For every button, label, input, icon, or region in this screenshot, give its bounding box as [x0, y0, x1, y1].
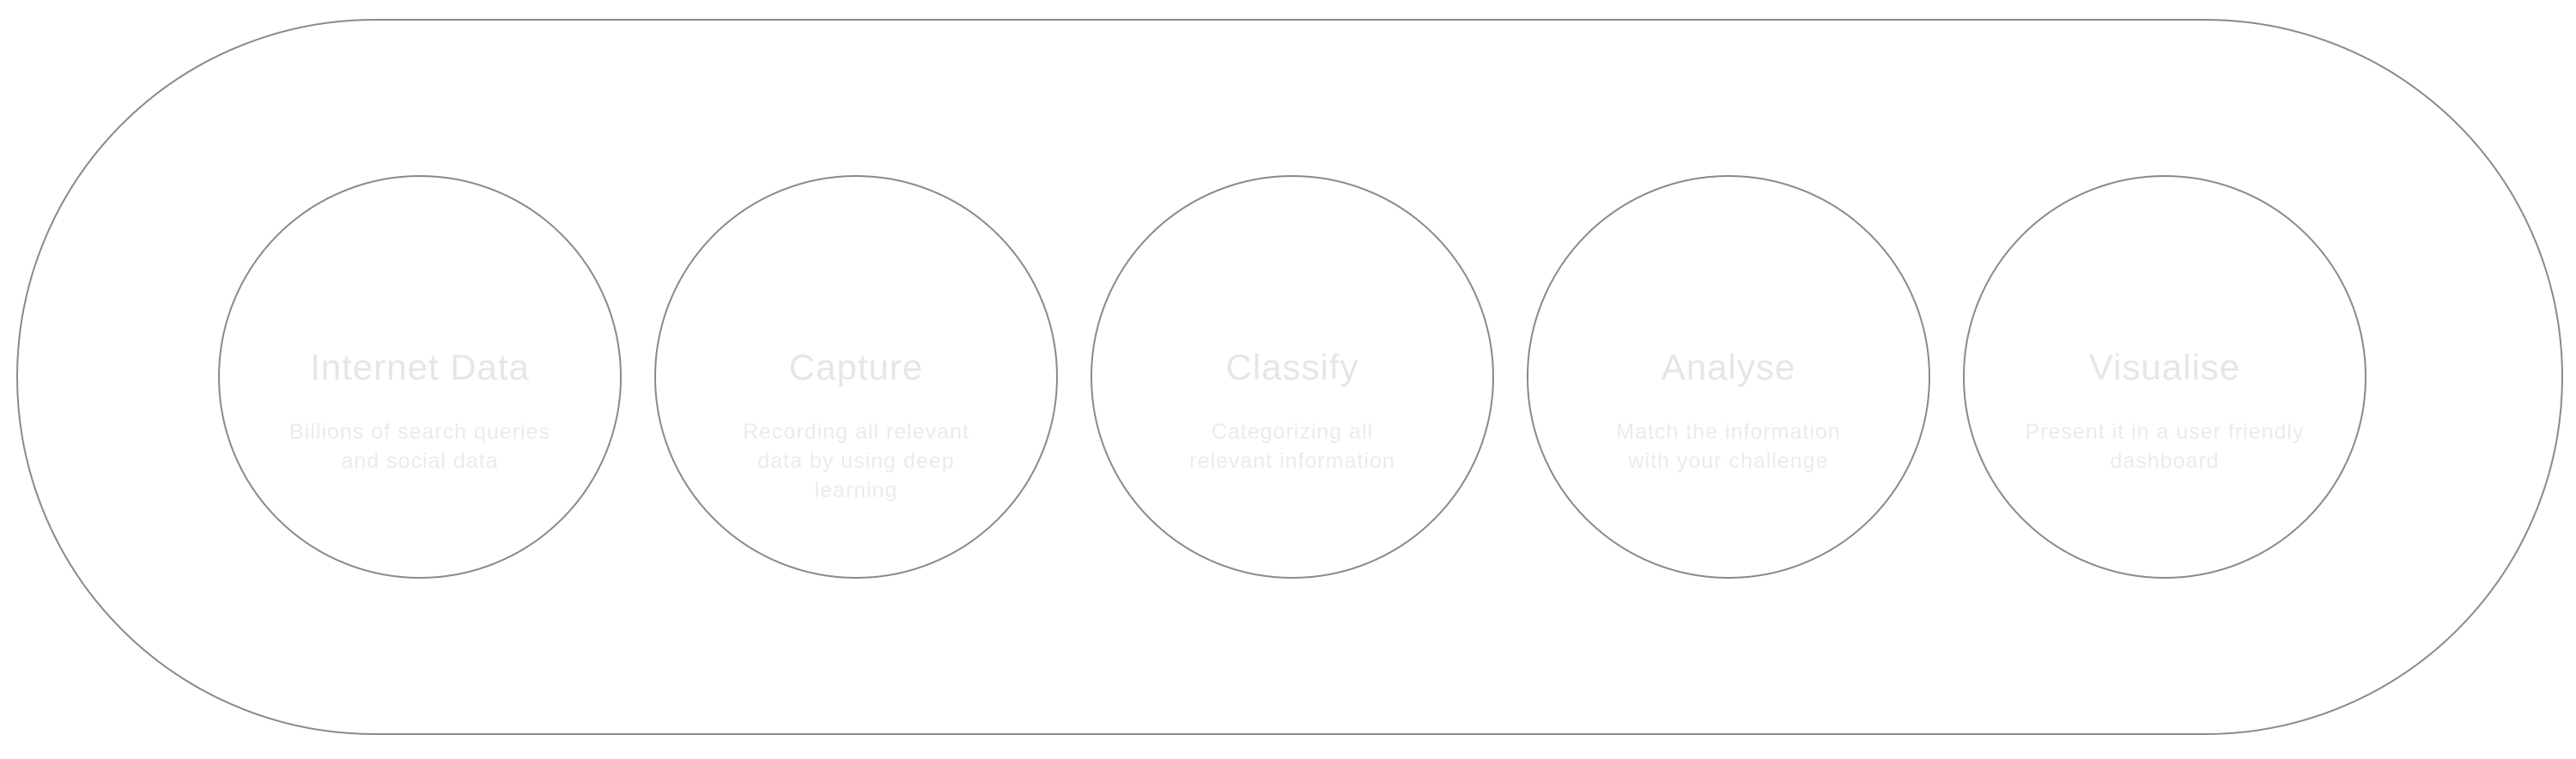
step-description: Present it in a user friendly dashboard [2025, 420, 2305, 473]
step-title: Classify [1225, 347, 1359, 387]
step-description: Categorizing all relevant information [1189, 420, 1395, 473]
step-title: Analyse [1661, 347, 1796, 387]
step-description: Billions of search queries and social da… [289, 420, 550, 473]
process-capsule [16, 19, 2563, 735]
step-analyse: Analyse Match the information with your … [1527, 175, 1930, 579]
step-description: Match the information with your challeng… [1616, 420, 1841, 473]
step-visualise: Visualise Present it in a user friendly … [1963, 175, 2366, 579]
step-title: Capture [788, 347, 924, 387]
step-capture: Capture Recording all relevant data by u… [654, 175, 1058, 579]
step-internet-data: Internet Data Billions of search queries… [218, 175, 622, 579]
step-classify: Classify Categorizing all relevant infor… [1091, 175, 1494, 579]
step-title: Internet Data [310, 347, 530, 387]
step-description: Recording all relevant data by using dee… [743, 420, 969, 502]
step-title: Visualise [2088, 347, 2241, 387]
